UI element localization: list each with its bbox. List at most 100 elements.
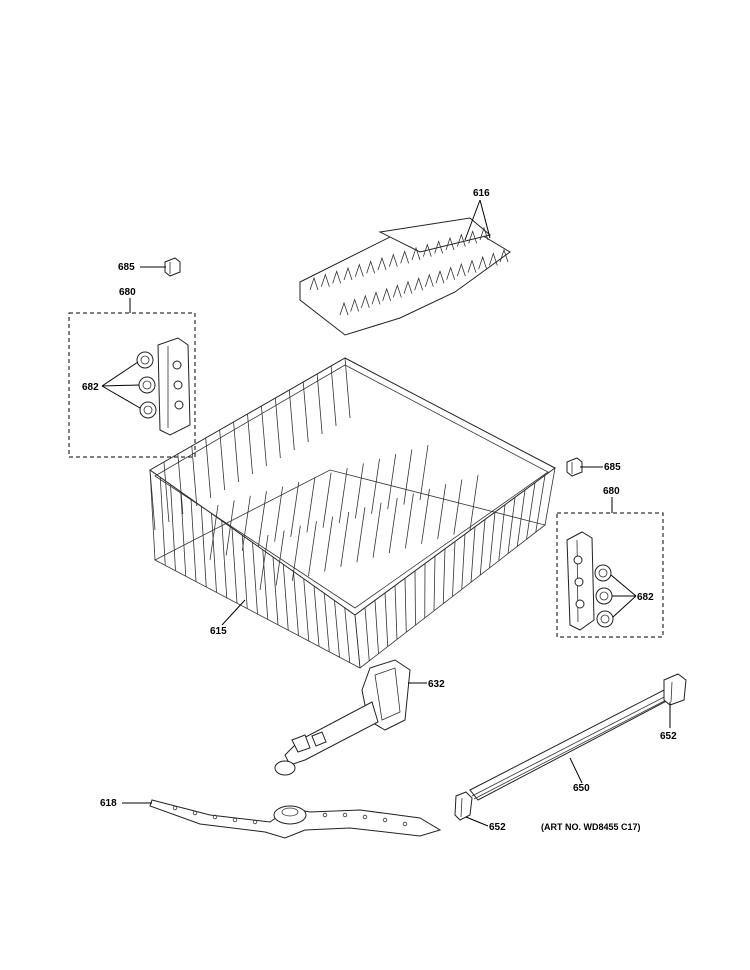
rack-wire xyxy=(323,593,330,652)
rack-wire xyxy=(344,357,351,419)
part-652-endcap-bottom[interactable] xyxy=(454,791,473,821)
rack-wire xyxy=(433,556,436,611)
part-685-clip-left[interactable] xyxy=(164,257,181,277)
rack-wire xyxy=(535,475,546,533)
tine xyxy=(435,269,445,284)
tine xyxy=(499,248,509,263)
group-box-680-right xyxy=(556,512,664,638)
tine xyxy=(320,273,330,287)
part-680-adjuster-right[interactable] xyxy=(566,531,595,631)
tine xyxy=(478,255,488,270)
rack-tine xyxy=(453,479,463,535)
rack-wire xyxy=(272,556,279,625)
rack-wire xyxy=(180,491,187,577)
part-680-adjuster-left[interactable] xyxy=(157,337,191,436)
tine xyxy=(350,298,360,312)
callout-685-right: 685 xyxy=(604,462,621,473)
tine xyxy=(332,270,342,284)
rack-wire xyxy=(544,467,556,526)
rack-tine xyxy=(324,516,334,572)
rack-wire xyxy=(200,506,207,588)
rack-wire xyxy=(247,413,253,475)
rack-tine xyxy=(469,474,479,531)
tine xyxy=(411,246,421,261)
part-650-rail[interactable] xyxy=(469,687,677,801)
rack-wire xyxy=(364,607,370,661)
part-616-tines[interactable] xyxy=(299,217,511,336)
rack-wire xyxy=(442,548,446,604)
rack-tine xyxy=(209,504,219,561)
rack-tine xyxy=(340,511,350,567)
rack-tine xyxy=(421,488,430,544)
rack-wire xyxy=(231,527,238,604)
rack-wire xyxy=(261,405,267,467)
rack-wire xyxy=(498,504,506,561)
callout-680-left: 680 xyxy=(119,287,136,298)
rack-wire xyxy=(262,549,269,620)
rack-tine xyxy=(387,454,397,510)
part-685-clip-right[interactable] xyxy=(566,457,583,477)
rack-tine xyxy=(225,500,235,556)
rack-wire xyxy=(252,542,258,615)
rack-wire xyxy=(233,421,239,483)
rack-tine xyxy=(354,463,364,519)
rack-tine xyxy=(241,495,251,551)
tine xyxy=(339,301,349,316)
tine xyxy=(467,259,477,273)
callout-618: 618 xyxy=(100,798,117,809)
rack-wire xyxy=(163,461,170,523)
rack-tine xyxy=(258,491,267,547)
tine xyxy=(388,253,398,267)
tine xyxy=(392,284,402,298)
rack-wire xyxy=(394,585,398,640)
callout-652-bottom: 652 xyxy=(489,822,506,833)
rack-tine xyxy=(403,449,413,505)
callout-616: 616 xyxy=(473,188,490,199)
spray-hole xyxy=(342,812,348,818)
rack-tine xyxy=(437,484,447,540)
rack-wire xyxy=(414,570,416,626)
rack-wire xyxy=(374,600,379,654)
spray-hole xyxy=(362,814,368,820)
rack-wire xyxy=(190,498,197,582)
part-682-wheels-left[interactable] xyxy=(136,351,157,419)
art-number: (ART NO. WD8455 C17) xyxy=(541,822,641,832)
rack-wire xyxy=(170,484,176,571)
rack-wire xyxy=(507,497,516,554)
leader-lines xyxy=(101,199,671,827)
spray-hole xyxy=(172,805,178,811)
rack-tine xyxy=(404,493,414,549)
rack-wire xyxy=(334,600,340,658)
spray-hole xyxy=(402,821,408,827)
tine xyxy=(456,262,466,277)
part-615-upper-rack[interactable] xyxy=(149,357,556,669)
rack-wire xyxy=(526,482,536,540)
callout-682-right: 682 xyxy=(637,592,654,603)
rack-wire xyxy=(404,578,407,633)
tine xyxy=(366,260,376,274)
rack-wire xyxy=(211,513,217,593)
spray-hole xyxy=(252,819,258,825)
part-682-wheels-right[interactable] xyxy=(594,564,614,628)
rack-tine xyxy=(274,486,284,542)
tine xyxy=(377,256,387,271)
rack-tine xyxy=(290,481,300,537)
part-632-manifold[interactable] xyxy=(274,659,411,776)
spray-hole xyxy=(192,810,198,816)
rack-wire xyxy=(149,469,156,561)
tine xyxy=(468,230,478,244)
rack-tine xyxy=(419,444,429,501)
callout-650: 650 xyxy=(573,783,590,794)
spray-hole xyxy=(232,817,238,823)
tine xyxy=(488,252,498,266)
tine xyxy=(456,233,466,247)
rack-tine xyxy=(322,472,332,528)
rack-tine xyxy=(306,477,316,533)
part-618-spray-arm[interactable] xyxy=(149,799,442,839)
rack-wire xyxy=(330,365,337,427)
rack-wire xyxy=(516,489,526,547)
part-652-endcap-top[interactable] xyxy=(663,673,687,706)
callout-685-left: 685 xyxy=(118,262,135,273)
tine xyxy=(403,280,413,294)
